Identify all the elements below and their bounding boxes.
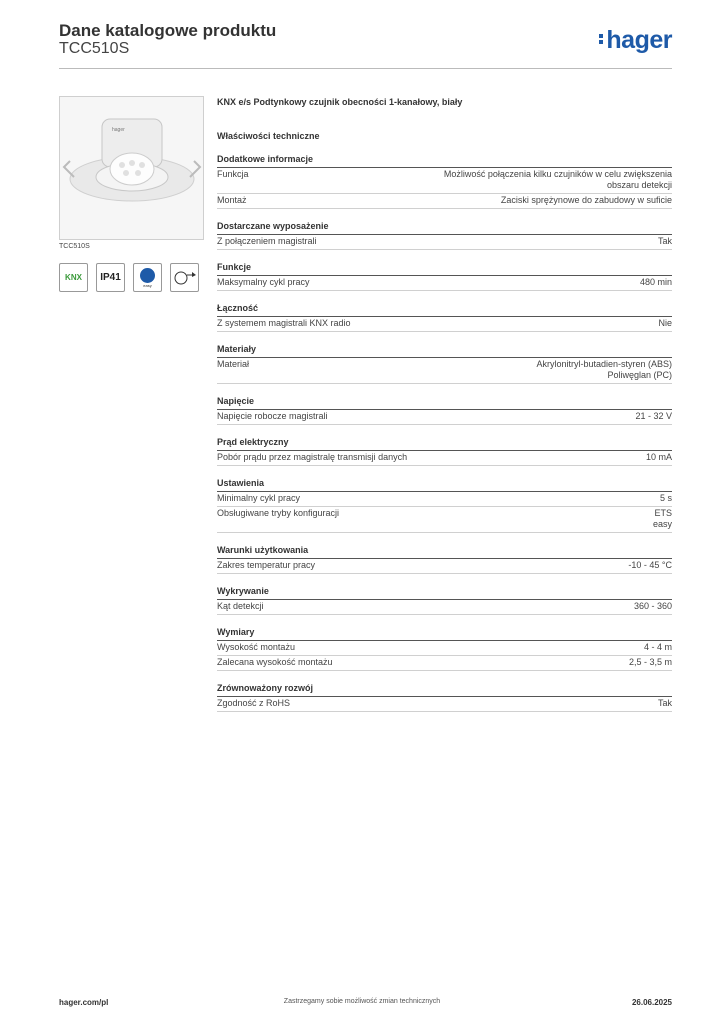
spec-value: 2,5 - 3,5 m bbox=[628, 657, 672, 667]
spec-row: Zalecana wysokość montażu 2,5 - 3,5 m bbox=[217, 656, 672, 671]
logo-text: hager bbox=[606, 26, 672, 54]
spec-label: Montaż bbox=[217, 195, 247, 205]
spec-row: Maksymalny cykl pracy 480 min bbox=[217, 276, 672, 291]
spec-label: Obsługiwane tryby konfiguracji bbox=[217, 508, 340, 518]
spec-label: Materiał bbox=[217, 359, 250, 369]
ip41-icon: IP41 bbox=[96, 263, 125, 292]
footer-disclaimer: Zastrzegamy sobie możliwość zmian techni… bbox=[283, 998, 441, 1005]
spec-row: Funkcja Możliwość połączenia kilku czujni… bbox=[217, 168, 672, 194]
easy-icon: easy bbox=[133, 263, 162, 292]
section-title: Zrównoważony rozwój bbox=[217, 683, 672, 697]
section-title: Prąd elektryczny bbox=[217, 437, 672, 451]
section-title: Materiały bbox=[217, 344, 672, 358]
spec-value: 480 min bbox=[639, 277, 672, 287]
section-title: Napięcie bbox=[217, 396, 672, 410]
spec-row: Zgodność z RoHS Tak bbox=[217, 697, 672, 712]
footer-date: 26.06.2025 bbox=[631, 998, 672, 1007]
spec-value: 5 s bbox=[659, 493, 672, 503]
page-title: Dane katalogowe produktu bbox=[59, 21, 277, 40]
spec-row: Obsługiwane tryby konfiguracji ETS easy bbox=[217, 507, 672, 533]
spec-value: 21 - 32 V bbox=[635, 411, 672, 421]
spec-row: Minimalny cykl pracy 5 s bbox=[217, 492, 672, 507]
knx-icon: KNX bbox=[59, 263, 88, 292]
spec-row: Materiał Akrylonitryl-butadien-styren (AB… bbox=[217, 358, 672, 384]
section-title: Warunki użytkowania bbox=[217, 545, 672, 559]
spec-label: Funkcja bbox=[217, 169, 249, 179]
spec-row: Pobór prądu przez magistralę transmisji … bbox=[217, 451, 672, 466]
spec-row: Zakres temperatur pracy -10 - 45 °C bbox=[217, 559, 672, 574]
spec-label: Wysokość montażu bbox=[217, 642, 295, 652]
spec-value: 4 - 4 m bbox=[643, 642, 672, 652]
spec-label: Maksymalny cykl pracy bbox=[217, 277, 310, 287]
spec-value: 10 mA bbox=[645, 452, 672, 462]
ip-rating-text: IP41 bbox=[100, 272, 121, 283]
knx-logo-text: KNX bbox=[65, 273, 82, 282]
spec-value: Możliwość połączenia kilku czujników w c… bbox=[443, 169, 672, 190]
section-title: Wymiary bbox=[217, 627, 672, 641]
spec-value: Akrylonitryl-butadien-styren (ABS) Poliw… bbox=[536, 359, 672, 380]
spec-value: Nie bbox=[658, 318, 672, 328]
section-title: Ustawienia bbox=[217, 478, 672, 492]
technical-properties-heading: Właściwości techniczne bbox=[217, 131, 320, 141]
spec-label: Z systemem magistrali KNX radio bbox=[217, 318, 351, 328]
spec-label: Napięcie robocze magistrali bbox=[217, 411, 328, 421]
spec-label: Z połączeniem magistrali bbox=[217, 236, 317, 246]
easy-mark-icon bbox=[140, 267, 155, 283]
spec-value: ETS easy bbox=[652, 508, 672, 529]
spec-label: Zalecana wysokość montażu bbox=[217, 657, 333, 667]
spec-label: Kąt detekcji bbox=[217, 601, 264, 611]
product-code: TCC510S bbox=[59, 40, 130, 57]
svg-text:hager: hager bbox=[112, 127, 125, 133]
hager-logo: hager bbox=[599, 26, 672, 55]
product-description: KNX e/s Podtynkowy czujnik obecności 1-k… bbox=[217, 97, 463, 107]
section-title: Wykrywanie bbox=[217, 586, 672, 600]
footer-website: hager.com/pl bbox=[59, 998, 109, 1007]
certification-badges: KNX IP41 easy bbox=[59, 263, 199, 292]
specification-list: KNX e/s Podtynkowy czujnik obecności 1-k… bbox=[217, 96, 672, 712]
spec-value: -10 - 45 °C bbox=[628, 560, 672, 570]
image-caption: TCC510S bbox=[59, 243, 90, 250]
logo-dots-icon bbox=[599, 32, 604, 46]
spec-row: Montaż Zaciski sprężynowe do zabudowy w s… bbox=[217, 194, 672, 209]
spec-row: Napięcie robocze magistrali 21 - 32 V bbox=[217, 410, 672, 425]
sensor-symbol-icon bbox=[174, 271, 196, 284]
header-divider bbox=[59, 68, 672, 69]
spec-value: Zaciski sprężynowe do zabudowy w suficie bbox=[500, 195, 672, 205]
spec-row: Z systemem magistrali KNX radio Nie bbox=[217, 317, 672, 332]
spec-label: Minimalny cykl pracy bbox=[217, 493, 301, 503]
spec-value: 360 - 360 bbox=[633, 601, 672, 611]
spec-value: Tak bbox=[657, 236, 672, 246]
section-title: Łączność bbox=[217, 303, 672, 317]
spec-label: Zakres temperatur pracy bbox=[217, 560, 316, 570]
product-image: hager bbox=[59, 96, 204, 240]
section-title: Funkcje bbox=[217, 262, 672, 276]
section-title: Dostarczane wyposażenie bbox=[217, 221, 672, 235]
spec-value: Tak bbox=[657, 698, 672, 708]
presence-sensor-illustration: hager bbox=[60, 97, 203, 239]
easy-logo-text: easy bbox=[143, 282, 152, 288]
spec-row: Wysokość montażu 4 - 4 m bbox=[217, 641, 672, 656]
section-title: Dodatkowe informacje bbox=[217, 154, 672, 168]
spec-label: Pobór prądu przez magistralę transmisji … bbox=[217, 452, 408, 462]
spec-row: Kąt detekcji 360 - 360 bbox=[217, 600, 672, 615]
motion-sensor-symbol-icon bbox=[170, 263, 199, 292]
spec-label: Zgodność z RoHS bbox=[217, 698, 291, 708]
spec-row: Z połączeniem magistrali Tak bbox=[217, 235, 672, 250]
